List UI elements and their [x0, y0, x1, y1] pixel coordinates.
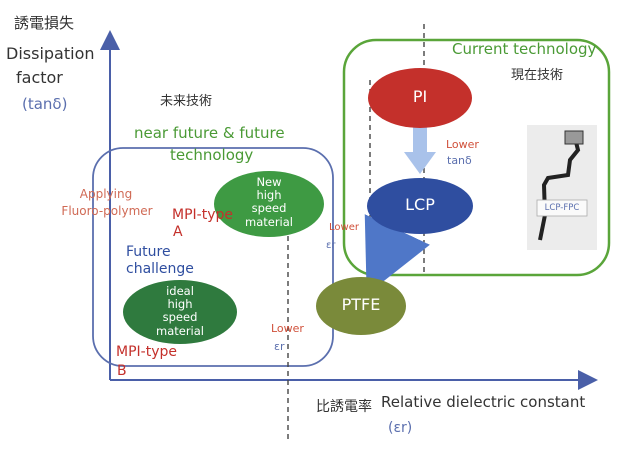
ideal-material-line: speed: [162, 310, 198, 325]
new-material-line: speed: [251, 201, 287, 216]
current-technology-title: Current technology: [452, 40, 597, 58]
x-axis-label: Relative dielectric constant: [381, 393, 586, 411]
mpi-type-a-1: MPI-type: [172, 207, 233, 223]
lower-er-top-2: εr: [326, 240, 336, 251]
ideal-material-line: high: [167, 297, 193, 312]
future-technology-box: [92, 147, 334, 367]
new-material-bubble: [214, 171, 324, 237]
lower-tan-label-1: Lower: [446, 138, 479, 151]
future-challenge-2: challenge: [126, 261, 194, 277]
mpi-type-b-1: MPI-type: [116, 344, 177, 360]
ideal-material-label: ideal high speed material: [145, 284, 215, 338]
applying-label-1: Applying: [79, 187, 133, 201]
lower-er-bottom-1: Lower: [271, 322, 304, 335]
lcp-fpc-photo: [527, 125, 597, 250]
y-axis-label-line1: Dissipation: [6, 44, 95, 63]
current-technology-box: [342, 38, 611, 277]
pi-bubble: [368, 68, 472, 128]
ideal-material-line: material: [156, 323, 204, 338]
ptfe-bubble: [316, 277, 406, 335]
current-technology-cn: 現在技術: [511, 68, 564, 83]
future-technology-title-line2: technology: [170, 146, 254, 164]
y-axis-symbol: (tanδ): [22, 95, 68, 113]
x-axis-cn-label: 比誘電率: [316, 399, 372, 415]
ideal-material-bubble: [123, 280, 237, 344]
future-technology-title-line1: near future & future: [134, 124, 285, 142]
new-material-label: New high speed material: [234, 175, 304, 229]
lcp-fpc-label: LCP-FPC: [544, 203, 580, 213]
pi-bubble-label: PI: [412, 87, 428, 106]
ideal-material-line: ideal: [166, 284, 194, 298]
y-axis-label-line2: factor: [16, 68, 63, 87]
y-axis-cn-label: 誘電損失: [14, 14, 75, 32]
ptfe-bubble-label: PTFE: [341, 295, 381, 314]
mpi-type-a-2: A: [173, 224, 183, 240]
lower-er-top-1: Lower: [329, 222, 359, 233]
mpi-type-b-2: B: [117, 363, 127, 379]
new-material-line: New: [256, 175, 282, 189]
x-axis-symbol: (εr): [388, 420, 413, 436]
lcp-to-ptfe-arrow: [364, 214, 430, 295]
lower-tan-label-2: tanδ: [447, 154, 472, 167]
new-material-line: high: [256, 188, 282, 203]
lcp-bubble-label: LCP: [405, 195, 435, 214]
applying-label-2: Fluoro-polymer: [61, 204, 153, 218]
lcp-bubble: [367, 178, 473, 234]
future-technology-cn: 未来技術: [160, 94, 213, 109]
pi-to-lcp-arrow: [413, 126, 427, 156]
future-challenge-1: Future: [126, 244, 171, 260]
new-material-line: material: [245, 214, 293, 229]
lower-er-bottom-2: εr: [274, 340, 285, 353]
